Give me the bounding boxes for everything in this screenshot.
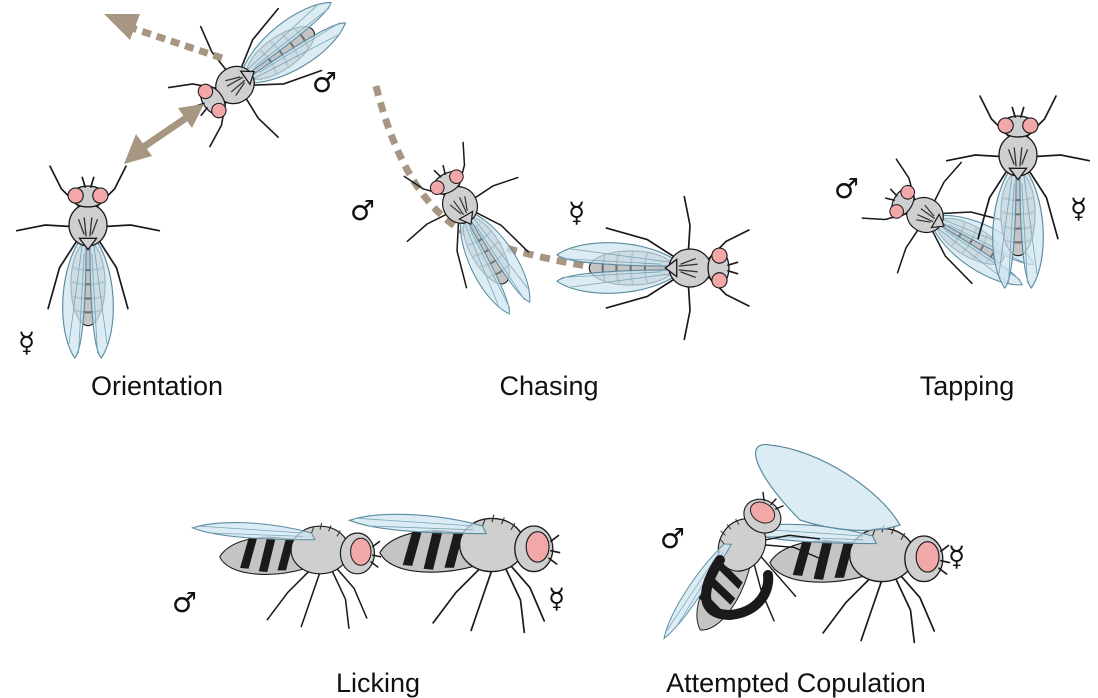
female-fly-licking <box>350 514 560 632</box>
male-symbol: ♂ <box>660 522 685 555</box>
gaze-arrowhead-dotted <box>104 14 140 40</box>
orientation-arrowhead-near <box>124 134 152 164</box>
female-symbol: ☿ <box>948 540 965 573</box>
panel-chasing: ♂ ☿ Chasing <box>350 86 749 401</box>
male-fly-orientation <box>151 0 377 172</box>
male-fly-licking <box>193 523 381 629</box>
male-symbol: ♂ <box>172 586 197 619</box>
female-symbol: ☿ <box>18 326 35 359</box>
panel-label: Tapping <box>920 371 1015 401</box>
female-fly-chasing <box>557 197 749 340</box>
male-symbol: ♂ <box>312 66 337 99</box>
orientation-arrow <box>142 118 186 148</box>
male-symbol: ♂ <box>350 194 375 227</box>
panel-label: Attempted Copulation <box>666 668 926 698</box>
female-symbol: ☿ <box>568 196 585 229</box>
panel-label: Chasing <box>499 371 598 401</box>
panel-tapping: ♂ ☿ Tapping <box>834 96 1089 401</box>
female-fly-orientation <box>17 166 160 358</box>
panel-licking: ♂ ☿ Licking <box>172 514 565 698</box>
male-fly-chasing <box>378 127 574 339</box>
female-symbol: ☿ <box>548 582 565 615</box>
panel-orientation: ♂ ☿ Orientation <box>17 0 377 401</box>
female-symbol: ☿ <box>1070 192 1087 225</box>
male-symbol: ♂ <box>834 172 859 205</box>
panel-label: Orientation <box>91 371 223 401</box>
panel-label: Licking <box>336 668 420 698</box>
panel-attempted-copulation: ♂ ☿ Attempted Copulation <box>660 445 966 698</box>
